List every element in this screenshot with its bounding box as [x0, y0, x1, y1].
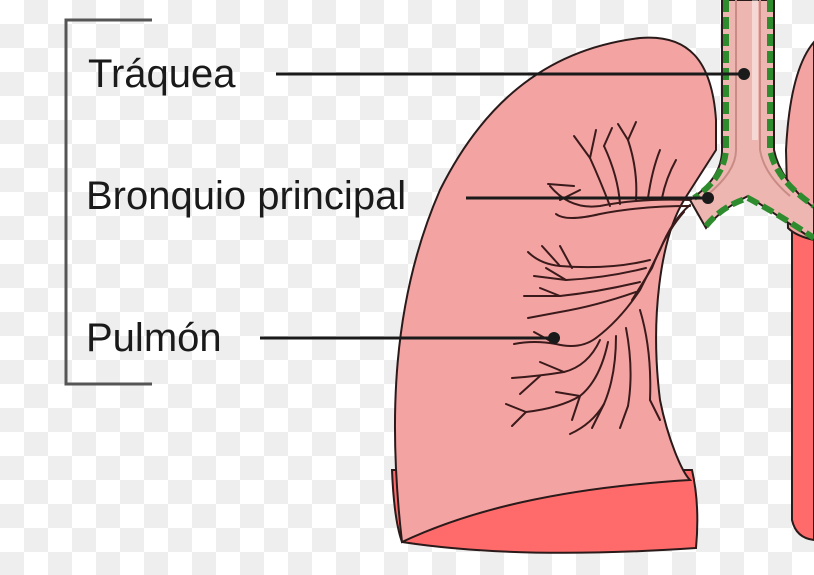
- trachea-ring-highlight: [752, 0, 758, 140]
- right-lung: [786, 42, 814, 540]
- lung-body: [395, 38, 716, 542]
- right-lung-lower-lobe: [792, 228, 814, 541]
- pointer-dot-lung: [548, 332, 560, 344]
- label-lung: Pulmón: [86, 318, 222, 358]
- pointer-dot-trachea: [738, 68, 750, 80]
- label-trachea: Tráquea: [88, 54, 236, 94]
- label-main-bronchus: Bronquio principal: [86, 176, 406, 216]
- pointer-dot-bronchus: [702, 192, 714, 204]
